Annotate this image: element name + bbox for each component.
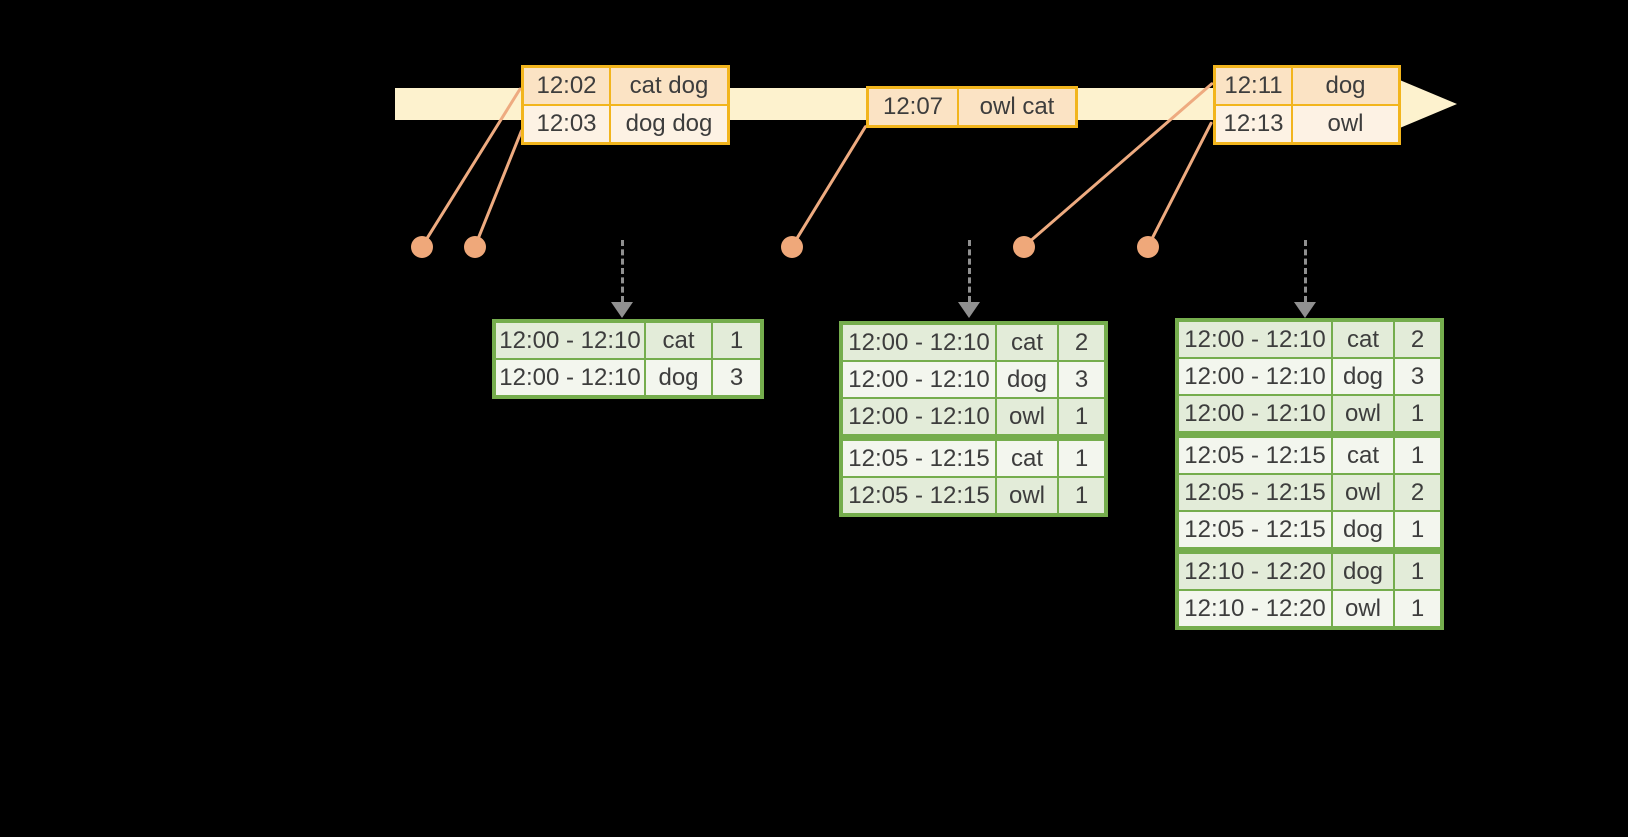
table-cell: 1 [1395, 554, 1440, 589]
table-cell: 1 [1395, 438, 1440, 473]
event-dot-icon [411, 236, 433, 258]
table-cell: 1 [1059, 478, 1104, 513]
table-cell: 3 [1059, 362, 1104, 397]
trigger-arrowhead [958, 302, 980, 318]
event-dot-icon [1013, 236, 1035, 258]
table-cell: 1 [1395, 591, 1440, 626]
table-cell: 12:05 - 12:15 [843, 478, 995, 513]
table-cell: 12:00 - 12:10 [843, 325, 995, 360]
table-cell: cat [1333, 322, 1393, 357]
table-cell: owl [1333, 396, 1393, 431]
table-cell: 2 [1395, 322, 1440, 357]
table-cell: dog [646, 360, 711, 395]
table-cell: dog [997, 362, 1057, 397]
trigger-arrow-icon [611, 240, 633, 318]
table-cell: owl [1333, 591, 1393, 626]
table-cell: owl [997, 478, 1057, 513]
trigger-arrow-icon [958, 240, 980, 318]
table-cell: dog dog [611, 106, 727, 142]
table-cell: cat dog [611, 68, 727, 104]
table-cell: 12:02 [524, 68, 609, 104]
table-cell: 12:00 - 12:10 [1179, 396, 1331, 431]
table-cell: owl cat [959, 89, 1075, 125]
table-cell: dog [1333, 359, 1393, 394]
table-cell: 3 [713, 360, 760, 395]
table-cell: cat [1333, 438, 1393, 473]
table-cell: 12:00 - 12:10 [1179, 322, 1331, 357]
table-cell: 12:05 - 12:15 [1179, 512, 1331, 547]
table-cell: 1 [1395, 396, 1440, 431]
table-cell: cat [997, 325, 1057, 360]
event-dot-icon [1137, 236, 1159, 258]
table-cell: 12:10 - 12:20 [1179, 591, 1331, 626]
trigger-arrow-icon [1294, 240, 1316, 318]
table-cell: owl [1333, 475, 1393, 510]
table-cell: cat [646, 323, 711, 358]
connector-line-3 [790, 124, 868, 248]
table-cell: 12:00 - 12:10 [496, 323, 644, 358]
trigger-arrowhead [1294, 302, 1316, 318]
trigger-arrowhead [611, 302, 633, 318]
table-cell: dog [1333, 554, 1393, 589]
connector-line-5 [1146, 121, 1214, 248]
timeline-arrowhead-icon [1395, 78, 1457, 130]
event-dot-icon [781, 236, 803, 258]
table-cell: owl [1293, 106, 1398, 142]
table-cell: 3 [1395, 359, 1440, 394]
table-cell: 12:13 [1216, 106, 1291, 142]
table-cell: 12:05 - 12:15 [1179, 438, 1331, 473]
trigger-arrow-shaft [968, 240, 971, 302]
table-cell: 1 [713, 323, 760, 358]
table-cell: 12:00 - 12:10 [843, 399, 995, 434]
table-cell: 2 [1059, 325, 1104, 360]
table-cell: 1 [1059, 441, 1104, 476]
table-cell: 12:05 - 12:15 [843, 441, 995, 476]
trigger-arrow-shaft [1304, 240, 1307, 302]
table-cell: 1 [1395, 512, 1440, 547]
table-cell: owl [997, 399, 1057, 434]
table-cell: 12:03 [524, 106, 609, 142]
table-cell: dog [1293, 68, 1398, 104]
table-cell: 2 [1395, 475, 1440, 510]
table-cell: 12:00 - 12:10 [496, 360, 644, 395]
table-cell: 12:10 - 12:20 [1179, 554, 1331, 589]
table-cell: 12:00 - 12:10 [1179, 359, 1331, 394]
table-cell: 12:11 [1216, 68, 1291, 104]
table-cell: 1 [1059, 399, 1104, 434]
table-cell: 12:05 - 12:15 [1179, 475, 1331, 510]
table-cell: 12:07 [869, 89, 957, 125]
table-cell: 12:00 - 12:10 [843, 362, 995, 397]
table-cell: dog [1333, 512, 1393, 547]
event-dot-icon [464, 236, 486, 258]
trigger-arrow-shaft [621, 240, 624, 302]
table-cell: cat [997, 441, 1057, 476]
